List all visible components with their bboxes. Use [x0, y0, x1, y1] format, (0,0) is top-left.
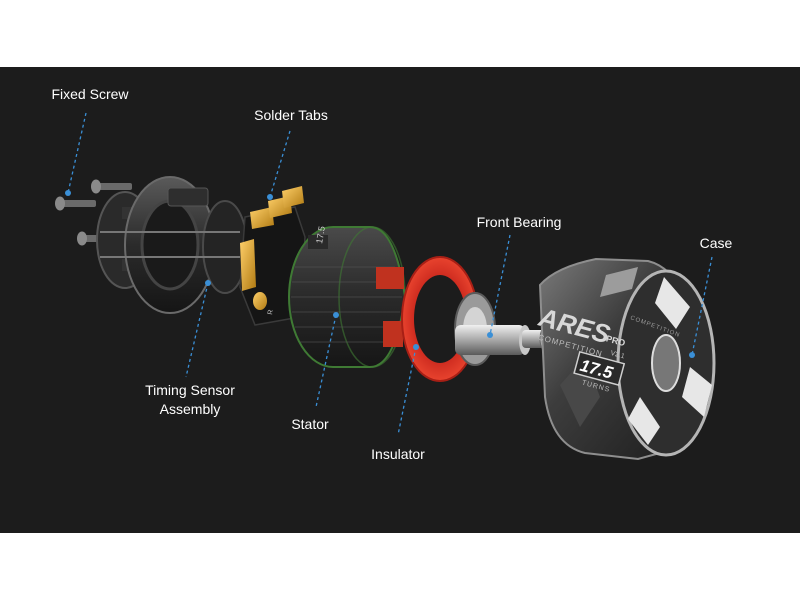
exploded-motor-illustration: R 17.5	[55, 112, 716, 461]
leader-insulator	[397, 346, 417, 436]
leader-stator	[315, 314, 337, 408]
dot-timing-sensor	[205, 280, 211, 286]
label-timing-sensor-line2: Assembly	[159, 401, 221, 417]
stator: 17.5	[288, 225, 407, 368]
label-stator: Stator	[291, 416, 329, 432]
leader-dots	[65, 190, 695, 358]
dot-case	[689, 352, 695, 358]
label-timing-sensor-assembly: Timing Sensor Assembly	[130, 381, 250, 419]
leader-solder-tabs	[269, 130, 291, 198]
fixed-screws	[55, 179, 132, 246]
dot-solder-tabs	[267, 194, 273, 200]
dot-front-bearing	[487, 332, 493, 338]
screw-1	[55, 196, 96, 211]
board-marking: R	[267, 309, 275, 315]
label-solder-tabs: Solder Tabs	[254, 107, 328, 123]
label-insulator: Insulator	[371, 446, 425, 462]
leader-fixed-screw	[67, 112, 87, 194]
dot-fixed-screw	[65, 190, 71, 196]
motor-case: ARES COMPETITION PRO V2.1 17.5 TURNS COM…	[535, 257, 716, 461]
screw-2	[91, 179, 132, 194]
diagram-stage: R 17.5	[0, 67, 800, 533]
label-front-bearing: Front Bearing	[476, 214, 562, 230]
label-fixed-screw: Fixed Screw	[51, 86, 129, 102]
case-pro: PRO	[605, 333, 626, 348]
leader-timing-sensor	[185, 282, 209, 378]
label-case: Case	[699, 235, 733, 251]
leader-case	[691, 256, 713, 356]
leader-lines	[67, 112, 713, 436]
solder-tabs	[240, 186, 304, 291]
label-timing-sensor-line1: Timing Sensor	[145, 382, 235, 398]
leader-front-bearing	[489, 234, 511, 336]
dot-insulator	[413, 344, 419, 350]
case-version: V2.1	[610, 350, 626, 361]
stator-marking: 17.5	[314, 225, 327, 244]
dot-stator	[333, 312, 339, 318]
timing-sensor-assembly	[96, 176, 248, 314]
